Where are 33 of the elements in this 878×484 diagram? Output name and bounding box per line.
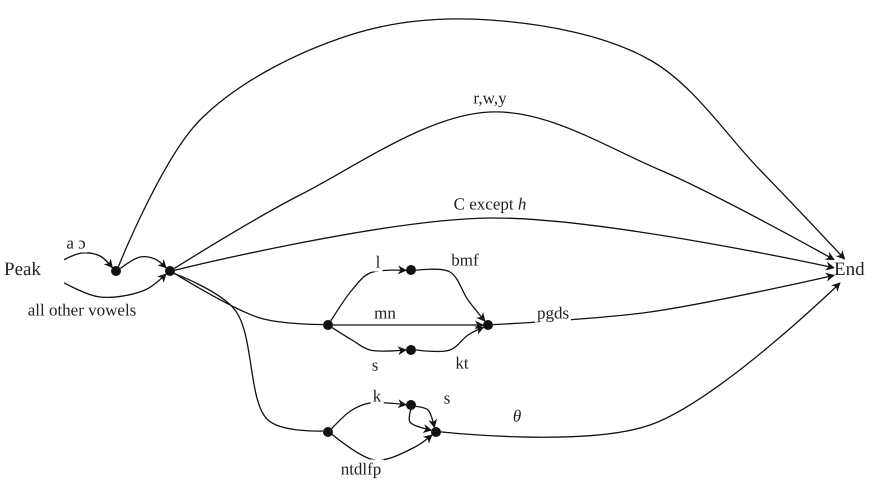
edge-label: k — [370, 386, 384, 406]
arrow — [408, 410, 432, 433]
arrow — [440, 282, 841, 438]
arrow — [118, 18, 846, 267]
arrow — [64, 273, 167, 298]
state-dot — [323, 427, 333, 437]
edge-label: pgds — [534, 304, 572, 322]
state-dot — [406, 345, 416, 355]
arrow — [174, 111, 835, 270]
edge-label: l — [374, 252, 382, 272]
arrow — [64, 252, 113, 268]
state-dot — [406, 400, 416, 410]
arrow — [332, 327, 407, 356]
state-dot — [323, 320, 333, 330]
arrow — [492, 272, 835, 326]
state-dot — [483, 320, 493, 330]
edge-label: ntdlfp — [338, 460, 384, 478]
arrow — [120, 256, 167, 269]
state-dot — [406, 265, 416, 275]
state-dot — [431, 427, 441, 437]
arrow — [416, 326, 484, 352]
state-dot — [165, 266, 175, 276]
edge-label: C except h — [452, 194, 528, 214]
arrow — [416, 268, 486, 322]
state-label: End — [834, 259, 865, 281]
arrow — [174, 217, 835, 271]
arrow — [332, 434, 433, 461]
arrow — [416, 406, 438, 428]
arrow — [333, 320, 484, 330]
arrow — [330, 265, 407, 322]
state-dot — [111, 266, 121, 276]
state-label: Peak — [4, 259, 41, 281]
arrow — [331, 399, 407, 430]
